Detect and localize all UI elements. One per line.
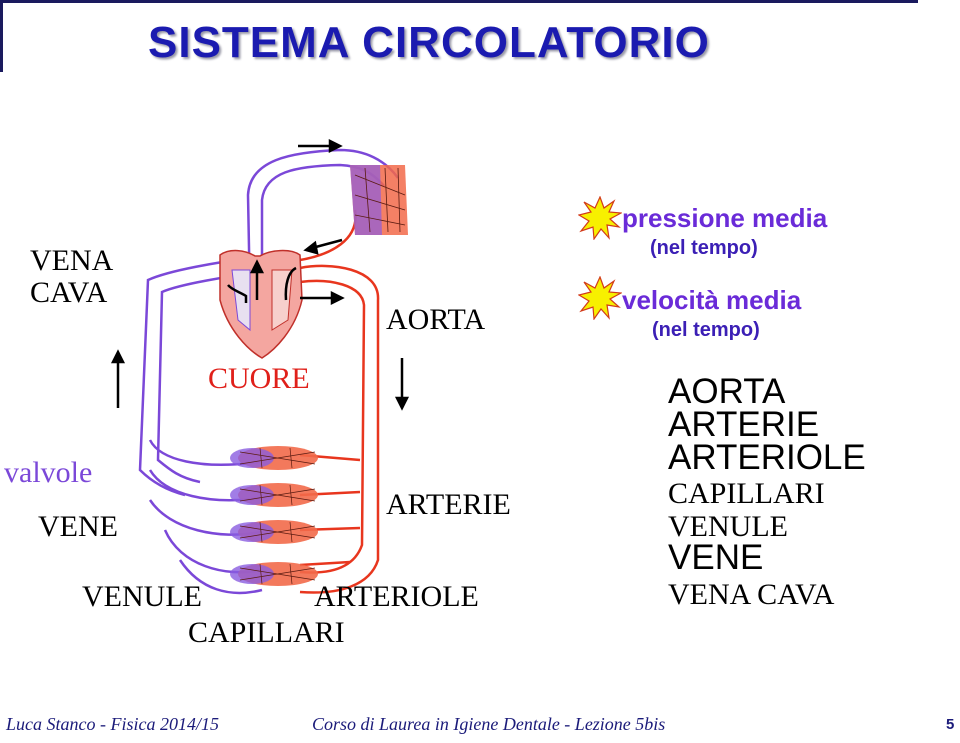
body-capillary-bed-3 (230, 520, 318, 544)
capillary-beds (230, 165, 408, 586)
vessel-list-item: VENULE (668, 510, 788, 543)
label-cuore: CUORE (208, 362, 310, 395)
slide-top-border (0, 0, 918, 3)
label-valvole: valvole (4, 456, 93, 489)
vessel-list-item: CAPILLARI (668, 477, 825, 510)
footer-course: Corso di Laurea in Igiene Dentale - Lezi… (312, 714, 666, 734)
slide-left-border (0, 0, 3, 72)
slide-title: SISTEMA CIRCOLATORIO (148, 18, 710, 67)
lung-capillaries (350, 165, 408, 235)
label-arterie: ARTERIE (386, 488, 511, 521)
body-capillary-bed-2 (230, 483, 318, 507)
label-vene: VENE (38, 510, 118, 543)
label-vena-cava: VENA CAVA (30, 244, 114, 309)
vessel-list-item: AORTA (668, 372, 786, 411)
body-capillary-bed-4 (230, 562, 318, 586)
starburst-icon (578, 196, 622, 240)
vessel-list-item: ARTERIE (668, 405, 820, 444)
label-venule: VENULE (82, 580, 202, 613)
legend-pressione: pressione media (622, 203, 828, 233)
label-aorta: AORTA (386, 303, 486, 336)
venous-vessels (138, 148, 400, 595)
starburst-icon (578, 276, 622, 320)
flow-arrows (110, 138, 410, 411)
page-number: 5 (946, 716, 955, 733)
vessel-list-item: ARTERIOLE (668, 438, 866, 477)
label-capillari: CAPILLARI (188, 616, 345, 649)
body-capillary-bed-1 (230, 446, 318, 470)
vessel-list-item: VENA CAVA (668, 578, 835, 611)
legend-velocita: velocità media (622, 285, 802, 315)
footer-author: Luca Stanco - Fisica 2014/15 (6, 714, 219, 734)
arterial-vessels (299, 209, 380, 594)
label-arteriole: ARTERIOLE (314, 580, 479, 613)
legend-velocita-sub: (nel tempo) (652, 319, 760, 341)
vessel-list-item: VENE (668, 538, 764, 577)
heart-shape (219, 249, 303, 359)
valve-marks (227, 266, 297, 303)
legend-pressione-sub: (nel tempo) (650, 237, 758, 259)
